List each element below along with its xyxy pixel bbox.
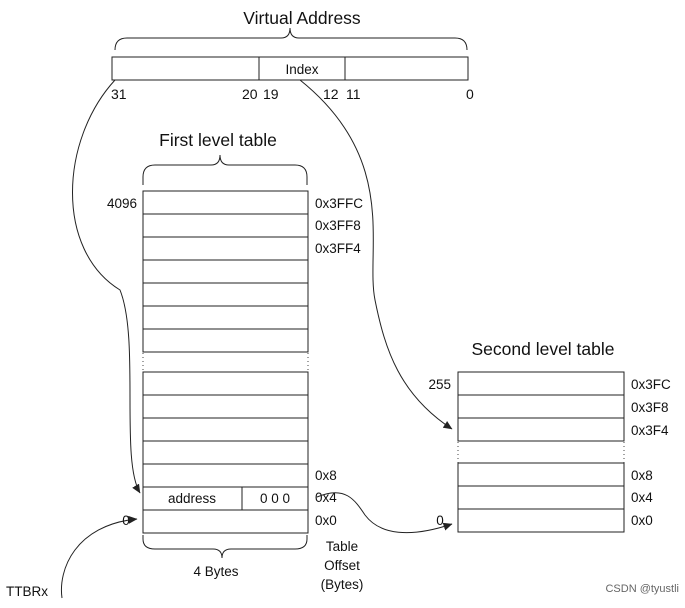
second-level-title: Second level table [471, 339, 614, 359]
bit-12: 12 [323, 86, 339, 102]
ttbr-to-first-table-arrow [60, 515, 138, 599]
bit-31: 31 [111, 86, 127, 102]
table-row [142, 236, 309, 261]
offset-0x3FF8: 0x3FF8 [315, 218, 361, 233]
index-to-second-level-arrow [299, 79, 453, 430]
first-level-brace-top [142, 154, 308, 185]
address-label: address [168, 491, 216, 506]
first-level-rows-lower [142, 371, 309, 534]
table-row [142, 394, 309, 419]
table-row [457, 417, 625, 442]
offset-0x4: 0x4 [315, 490, 337, 505]
table-row [142, 440, 309, 465]
virtual-address-brace [114, 27, 468, 51]
table-row [142, 282, 309, 307]
offset-0x8: 0x8 [315, 468, 337, 483]
table-row [457, 485, 625, 510]
table-row [142, 509, 309, 534]
table-row [142, 328, 309, 353]
address-low-bits: 0 0 0 [260, 491, 290, 506]
table-row [457, 508, 625, 533]
second-level-rows-lower [457, 462, 625, 533]
ttbr-register-label: TTBRx [6, 584, 48, 599]
second-offset-0x8: 0x8 [631, 468, 653, 483]
first-level-brace-bottom [142, 535, 308, 559]
first-entry-to-second-table-arrow [316, 492, 453, 534]
offset-0x3FF4: 0x3FF4 [315, 241, 361, 256]
offset-0x3F8: 0x3F8 [631, 400, 669, 415]
bit-0: 0 [466, 86, 474, 102]
table-row [142, 417, 309, 442]
offset-0x3F4: 0x3F4 [631, 423, 669, 438]
table-offset-caption-1: Table [326, 539, 358, 554]
index-field [258, 56, 346, 81]
second-level-top-index: 255 [428, 377, 451, 392]
bit-19: 19 [263, 86, 279, 102]
table-row [142, 305, 309, 330]
bit-20: 20 [242, 86, 258, 102]
va-high-bits-to-first-level-arrow [72, 79, 141, 494]
table-row [457, 394, 625, 419]
table-row [142, 371, 309, 396]
virtual-address-title: Virtual Address [243, 8, 361, 28]
first-level-top-index: 4096 [107, 196, 137, 211]
bit-11: 11 [346, 86, 361, 102]
second-level-rows-upper [457, 371, 625, 442]
offset-0x3FC: 0x3FC [631, 377, 671, 392]
index-label: Index [285, 62, 318, 77]
first-level-title: First level table [159, 130, 277, 150]
table-row [142, 463, 309, 488]
offset-0x0: 0x0 [315, 513, 337, 528]
entry-width-label: 4 Bytes [193, 564, 238, 579]
table-offset-caption-3: (Bytes) [321, 577, 364, 592]
watermark-text: CSDN @tyustli [605, 583, 679, 595]
table-row [457, 462, 625, 487]
second-offset-0x0: 0x0 [631, 513, 653, 528]
second-level-zero-index: 0 [436, 513, 444, 528]
table-row [457, 371, 625, 396]
table-row [142, 259, 309, 284]
table-row [142, 213, 309, 238]
first-level-rows-upper [142, 190, 309, 353]
table-row [142, 190, 309, 215]
second-offset-0x4: 0x4 [631, 490, 653, 505]
offset-0x3FFC: 0x3FFC [315, 196, 363, 211]
table-offset-caption-2: Offset [324, 558, 360, 573]
